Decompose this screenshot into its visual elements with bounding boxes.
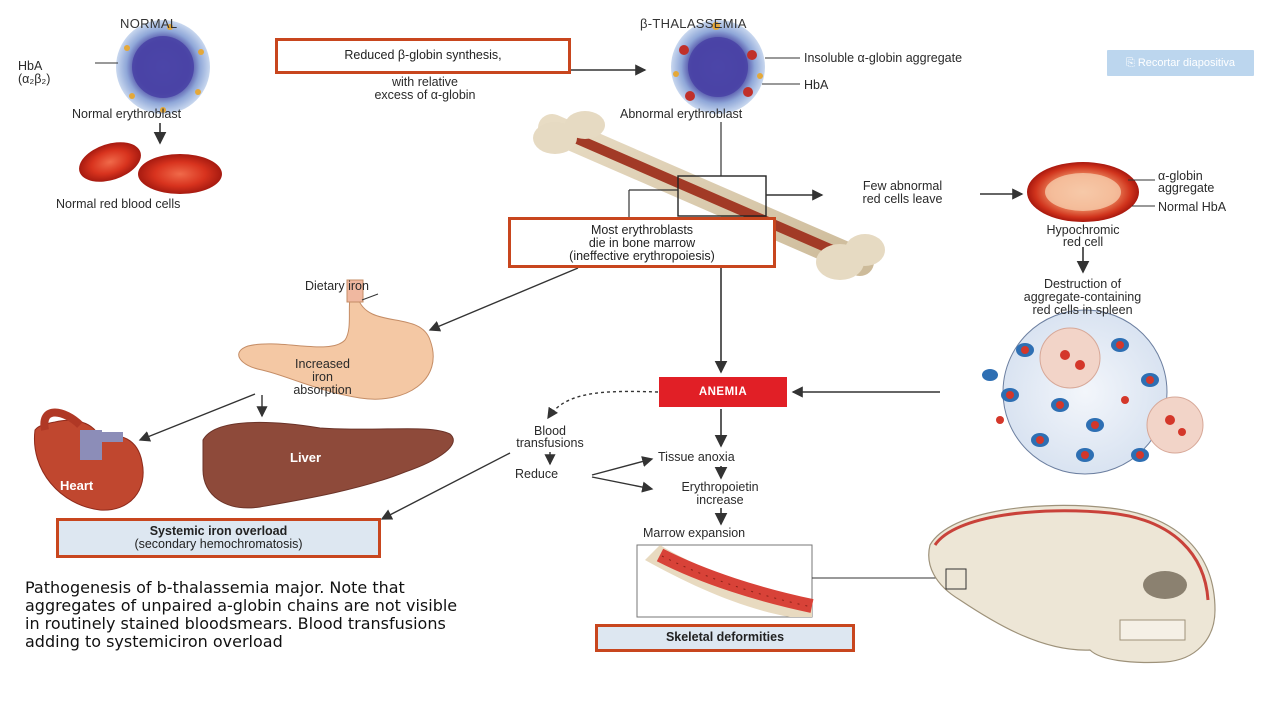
normal-hba-formula: (α₂β₂): [18, 72, 51, 86]
clip-icon: ⎘: [1125, 57, 1138, 69]
normal-erythroblast-label: Normal erythroblast: [72, 107, 182, 121]
marrow-expansion-label: Marrow expansion: [643, 526, 746, 540]
increased-iron-line-3: absorption: [293, 383, 352, 397]
skull-icon: [928, 504, 1216, 664]
hypochromic-line-1: Hypochromic: [1046, 223, 1120, 237]
heart-label: Heart: [60, 478, 94, 493]
stomach-icon: [238, 279, 434, 400]
iron-overload-line-1: Systemic iron overload: [149, 524, 288, 538]
alpha-globin-line-1: α-globin: [1158, 169, 1203, 183]
heart-icon: [33, 408, 144, 511]
ineffective-erythropoiesis-box: Most erythroblasts die in bone marrow (i…: [508, 217, 776, 268]
abnormal-erythroblast-label: Abnormal erythroblast: [620, 107, 743, 121]
caption-line-2: aggregates of unpaired a-globin chains a…: [25, 596, 458, 615]
thalassemia-header: β-THALASSEMIA: [640, 16, 747, 31]
anemia-box: ANEMIA: [659, 377, 787, 407]
insoluble-aggregate-label: Insoluble α-globin aggregate: [804, 51, 963, 65]
caption-line-3: in routinely stained bloodsmears. Blood …: [25, 614, 446, 633]
liver-icon: [202, 421, 454, 509]
normal-header: NORMAL: [120, 16, 178, 31]
excess-alpha-line-2: excess of α-globin: [374, 88, 476, 102]
excess-alpha-line-1: with relative: [392, 75, 458, 89]
skeletal-deformities-box: Skeletal deformities: [595, 624, 855, 652]
abnormal-erythroblast-icon: [671, 20, 765, 114]
increased-iron-line-1: Increased: [295, 357, 350, 371]
iron-overload-line-2: (secondary hemochromatosis): [134, 537, 303, 551]
normal-hba-label: HbA: [18, 59, 43, 73]
marrow-line-2: die in bone marrow: [588, 236, 696, 250]
destruction-line-3: red cells in spleen: [1032, 303, 1133, 317]
normal-hba-right-label: Normal HbA: [1158, 200, 1227, 214]
skeletal-deformities-text: Skeletal deformities: [665, 630, 785, 644]
few-cells-line-1: Few abnormal: [862, 179, 943, 193]
blood-transfusions-line-1: Blood: [534, 424, 566, 438]
alpha-globin-line-2: aggregate: [1158, 181, 1215, 195]
caption-line-1: Pathogenesis of b-thalassemia major. Not…: [25, 578, 405, 597]
reduced-synthesis-text: Reduced β-globin synthesis,: [344, 48, 502, 62]
destruction-line-1: Destruction of: [1043, 277, 1122, 291]
marrow-expansion-icon: [636, 544, 814, 618]
erythropoietin-line-2: increase: [696, 493, 744, 507]
normal-erythroblast-icon: [116, 20, 210, 114]
liver-label: Liver: [290, 450, 322, 465]
reduced-synthesis-box: Reduced β-globin synthesis,: [275, 38, 571, 74]
destruction-line-2: aggregate-containing: [1023, 290, 1142, 304]
tissue-anoxia-label: Tissue anoxia: [658, 450, 735, 464]
systemic-iron-overload-box: Systemic iron overload (secondary hemoch…: [56, 518, 381, 558]
dietary-iron-label: Dietary iron: [305, 279, 369, 293]
few-cells-line-2: red cells leave: [862, 192, 943, 206]
hypochromic-line-2: red cell: [1062, 235, 1104, 249]
normal-red-cells-label: Normal red blood cells: [56, 197, 181, 211]
caption-line-4: adding to systemiciron overload: [25, 632, 283, 651]
increased-iron-line-2: iron: [312, 370, 333, 384]
abnormal-hba-label: HbA: [804, 78, 829, 92]
clip-slide-button[interactable]: ⎘ Recortar diapositiva: [1107, 50, 1254, 76]
normal-red-cells-icon: [79, 142, 222, 194]
blood-transfusions-line-2: transfusions: [516, 436, 584, 450]
hypochromic-red-cell-icon: [1027, 162, 1139, 222]
reduce-label: Reduce: [515, 467, 559, 481]
bone-icon: [533, 111, 885, 280]
spleen-smear-icon: [982, 309, 1204, 475]
marrow-line-3: (ineffective erythropoiesis): [569, 249, 715, 263]
marrow-line-1: Most erythroblasts: [590, 223, 694, 237]
figure-caption: Pathogenesis of b-thalassemia major. Not…: [25, 579, 585, 651]
erythropoietin-line-1: Erythropoietin: [681, 480, 759, 494]
